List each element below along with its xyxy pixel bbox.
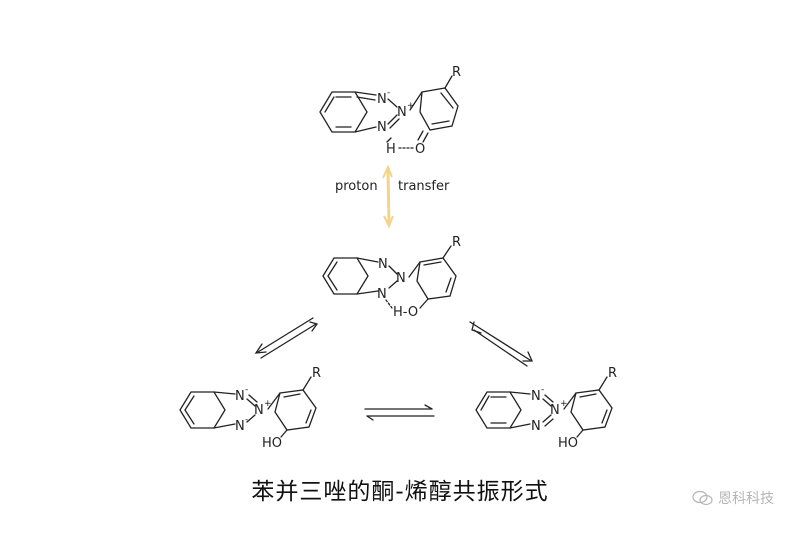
hydroxyl-label: H-O: [393, 305, 418, 320]
substituent-R: R: [452, 65, 461, 80]
atom-H: H: [386, 142, 396, 157]
enol-structure-left: N - N + N - R HO: [179, 366, 321, 451]
enol-structure-right: N - N + N R HO: [475, 366, 617, 451]
atom-N: N: [531, 389, 541, 404]
watermark-text: 恩科科技: [718, 491, 774, 507]
atom-N: N: [397, 105, 407, 120]
equilibrium-arrow-right: [469, 321, 534, 367]
atom-N: N: [378, 257, 388, 272]
atom-N: N: [254, 403, 264, 418]
atom-N: N: [377, 120, 387, 135]
substituent-R: R: [312, 366, 321, 381]
atom-N: N: [531, 419, 541, 434]
atom-N: N: [235, 419, 245, 434]
diagram-caption: 苯并三唑的酮-烯醇共振形式: [251, 479, 549, 505]
charge-plus: +: [264, 399, 272, 409]
substituent-R: R: [452, 235, 461, 250]
transfer-label: transfer: [398, 179, 450, 194]
charge-plus: +: [560, 399, 568, 409]
proton-transfer-arrow: [382, 164, 394, 229]
hydroxyl-label: HO: [558, 436, 578, 451]
equilibrium-arrow-left: [254, 317, 319, 359]
equilibrium-arrow-bottom: [364, 404, 435, 421]
charge-minus: -: [387, 88, 390, 98]
charge-plus: +: [407, 101, 415, 111]
charge-minus: -: [245, 415, 248, 425]
atom-N: N: [377, 92, 387, 107]
atom-N: N: [550, 403, 560, 418]
keto-structure: N - N + N R O H: [319, 65, 461, 157]
watermark: 恩科科技: [692, 488, 774, 508]
atom-N: N: [396, 271, 406, 286]
charge-minus: -: [541, 385, 544, 395]
enol-structure: N N N R H-O: [322, 235, 461, 320]
atom-O: O: [415, 142, 425, 157]
hydroxyl-label: HO: [262, 436, 282, 451]
wechat-icon: [692, 490, 713, 506]
atom-N: N: [235, 389, 245, 404]
proton-label: proton: [335, 179, 378, 194]
atom-N: N: [377, 287, 387, 302]
substituent-R: R: [608, 366, 617, 381]
charge-minus: -: [245, 385, 248, 395]
